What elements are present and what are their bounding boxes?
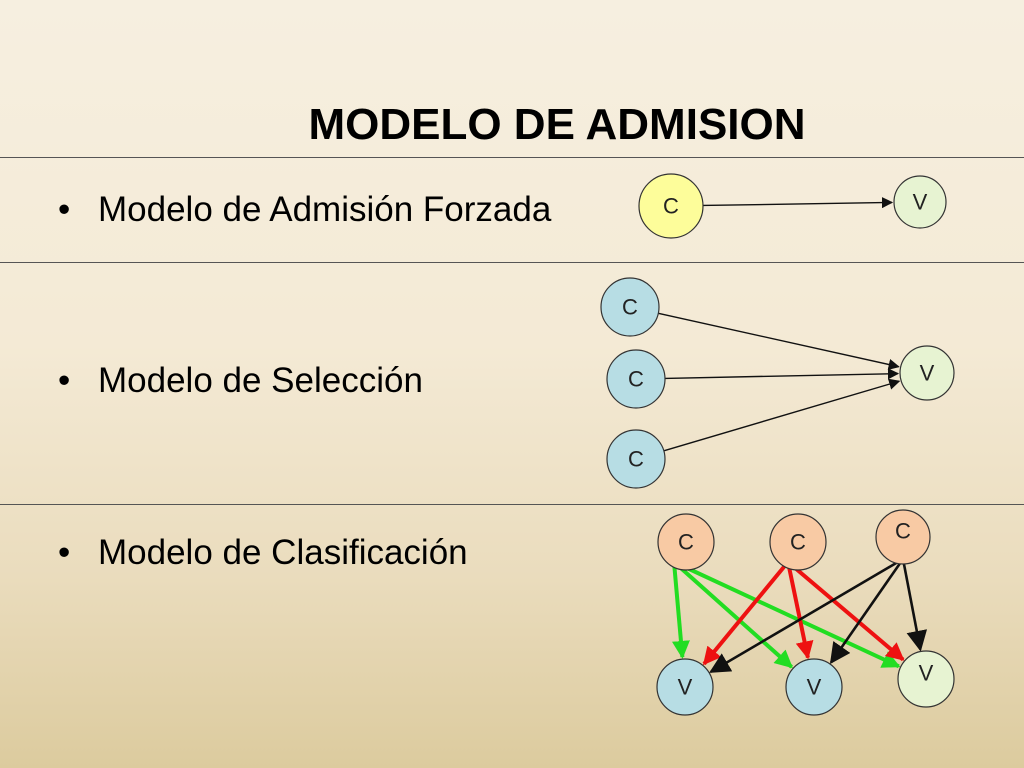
node-label: C xyxy=(663,194,679,219)
arrow-seleccion-c2-v1 xyxy=(664,368,900,380)
arrows-layer xyxy=(658,197,928,673)
bullet-marker: • xyxy=(58,361,71,400)
node-label: V xyxy=(919,661,934,686)
node-clasificacion-v2: V xyxy=(785,658,843,716)
node-label: C xyxy=(628,367,644,392)
arrow-clasificacion-c2-v2 xyxy=(786,561,814,660)
bullet-admision-forzada: • Modelo de Admisión Forzada xyxy=(58,190,551,230)
arrow-clasificacion-c3-v3 xyxy=(901,558,928,652)
bullet-clasificacion: • Modelo de Clasificación xyxy=(58,533,468,573)
node-clasificacion-c3: C xyxy=(875,509,931,565)
divider-bottom xyxy=(0,504,1024,505)
arrow-seleccion-c3-v1 xyxy=(663,378,901,452)
node-clasificacion-v1: V xyxy=(656,658,714,716)
nodes-layer: C V C C C V C C C V V V xyxy=(600,173,955,716)
bullet-text: Modelo de Admisión Forzada xyxy=(98,190,552,229)
node-admision-forzada-c1: C xyxy=(638,173,704,239)
node-label: V xyxy=(678,675,693,700)
node-label: C xyxy=(790,530,806,555)
slide-title: MODELO DE ADMISION xyxy=(308,100,806,149)
divider-middle xyxy=(0,262,1024,263)
arrow-clasificacion-c3-v1 xyxy=(709,557,904,673)
node-seleccion-c1: C xyxy=(600,277,660,337)
node-label: C xyxy=(895,519,911,544)
arrow-clasificacion-c1-v2 xyxy=(672,560,793,669)
node-seleccion-c3: C xyxy=(606,429,666,489)
node-label: V xyxy=(913,190,928,215)
node-clasificacion-c1: C xyxy=(657,513,715,571)
bullet-text: Modelo de Clasificación xyxy=(98,533,468,572)
node-label: V xyxy=(920,361,935,386)
node-clasificacion-v3: V xyxy=(897,650,955,708)
arrow-clasificacion-c3-v2 xyxy=(829,558,905,665)
node-admision-forzada-v1: V xyxy=(893,175,947,229)
node-clasificacion-c2: C xyxy=(769,513,827,571)
arrow-clasificacion-c1-v3 xyxy=(673,560,901,669)
divider-top xyxy=(0,157,1024,158)
arrow-seleccion-c1-v1 xyxy=(658,312,900,370)
node-seleccion-v1: V xyxy=(899,345,955,401)
arrow-clasificacion-c2-v3 xyxy=(786,560,905,662)
bullet-text: Modelo de Selección xyxy=(98,361,423,400)
node-label: C xyxy=(628,447,644,472)
node-label: C xyxy=(622,295,638,320)
node-label: C xyxy=(678,530,694,555)
arrow-clasificacion-c2-v1 xyxy=(702,560,790,666)
arrow-clasificacion-c1-v1 xyxy=(671,561,690,659)
arrow-admision-forzada-c1-v1 xyxy=(702,197,894,209)
node-label: V xyxy=(807,675,822,700)
bullet-marker: • xyxy=(58,190,71,229)
bullet-seleccion: • Modelo de Selección xyxy=(58,361,423,401)
bullet-marker: • xyxy=(58,533,71,572)
node-seleccion-c2: C xyxy=(606,349,666,409)
